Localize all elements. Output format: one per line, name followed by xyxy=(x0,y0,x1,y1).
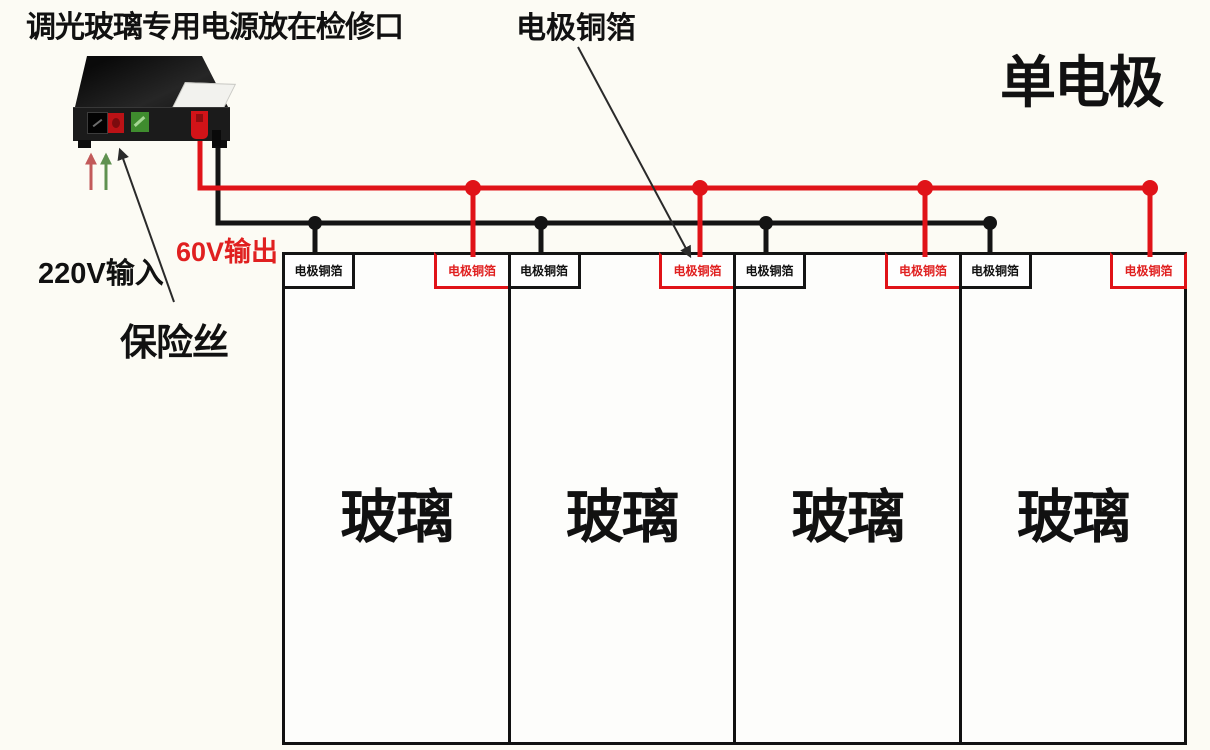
glass-label: 玻璃 xyxy=(1016,485,1131,550)
glass-label: 玻璃 xyxy=(791,485,905,550)
black-wire-stub xyxy=(212,130,221,146)
electrode-box-label: 电极铜箔 xyxy=(745,263,794,278)
electrode-box-black: 电极铜箔 xyxy=(507,252,581,289)
black-junction-dot xyxy=(534,216,548,230)
fuse-label: 保险丝 xyxy=(120,322,229,363)
fuse-holder xyxy=(108,113,124,133)
black-junction-dot xyxy=(983,216,997,230)
psu-foot-left xyxy=(78,140,91,148)
black-junction-dot xyxy=(759,216,773,230)
electrode-box-red: 电极铜箔 xyxy=(1110,252,1187,289)
electrode-box-black: 电极铜箔 xyxy=(733,252,806,289)
red-junction-dot xyxy=(692,180,708,196)
diagram-title: 调光玻璃专用电源放在检修口 xyxy=(26,11,404,44)
electrode-box-black: 电极铜箔 xyxy=(282,252,355,289)
input-voltage-label: 220V输入 xyxy=(38,258,164,290)
electrode-box-red: 电极铜箔 xyxy=(884,252,962,289)
glass-label: 玻璃 xyxy=(340,485,454,550)
electrode-box-red: 电极铜箔 xyxy=(433,252,511,289)
terminal-block xyxy=(131,112,149,132)
mode-title: 单电极 xyxy=(1000,51,1164,114)
electrode-box-black: 电极铜箔 xyxy=(958,252,1032,289)
glass-label: 玻璃 xyxy=(565,485,680,550)
black-bus-wire xyxy=(215,138,992,226)
glass-panels-row: 电极铜箔 电极铜箔 玻璃 电极铜箔 电极铜箔 玻璃 电极铜箔 电极铜箔 玻璃 xyxy=(282,252,1187,745)
glass-panel-3: 电极铜箔 电极铜箔 玻璃 xyxy=(733,252,962,745)
electrode-box-label: 电极铜箔 xyxy=(519,263,568,278)
red-junction-dot xyxy=(917,180,933,196)
ac-inlet-socket xyxy=(87,112,108,134)
glass-panel-2: 电极铜箔 电极铜箔 玻璃 xyxy=(507,252,736,745)
glass-panel-4: 电极铜箔 电极铜箔 玻璃 xyxy=(958,252,1187,745)
electrode-box-label: 电极铜箔 xyxy=(1124,263,1173,278)
power-supply-unit xyxy=(60,50,245,155)
electrode-box-label: 电极铜箔 xyxy=(447,263,496,278)
red-junction-dot xyxy=(465,180,481,196)
output-voltage-label: 60V输出 xyxy=(176,237,279,267)
electrode-box-label: 电极铜箔 xyxy=(673,263,722,278)
glass-panel-1: 电极铜箔 电极铜箔 玻璃 xyxy=(282,252,511,745)
electrode-box-label: 电极铜箔 xyxy=(898,263,947,278)
dc-output-connector xyxy=(191,111,208,139)
electrode-box-label: 电极铜箔 xyxy=(294,263,343,278)
electrode-box-red: 电极铜箔 xyxy=(659,252,736,289)
electrode-box-label: 电极铜箔 xyxy=(970,263,1019,278)
black-junction-dot xyxy=(308,216,322,230)
copper-foil-pointer-arrow xyxy=(577,46,692,259)
electrode-callout-label: 电极铜箔 xyxy=(516,12,636,45)
red-bus-wire xyxy=(197,134,1155,191)
red-junction-dot xyxy=(1142,180,1158,196)
